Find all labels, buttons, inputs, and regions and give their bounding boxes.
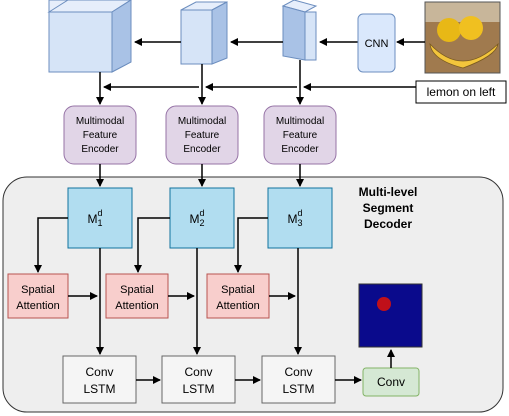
attention-block-2: Spatial Attention — [105, 273, 169, 319]
svg-text:M3d: M3d — [287, 208, 302, 228]
query-text: lemon on left — [427, 85, 496, 99]
attention-block-1: Spatial Attention — [7, 273, 69, 319]
final-conv-label: Conv — [377, 375, 405, 389]
final-conv-block: Conv — [362, 367, 420, 397]
encoder-3: Multimodal Feature Encoder — [263, 105, 337, 165]
encoder-2-line3: Encoder — [183, 144, 221, 155]
memory-3-sup: d — [298, 208, 303, 218]
memory-3-base: M — [287, 212, 297, 226]
convlstm-2-line1: Conv — [184, 365, 212, 379]
input-image — [424, 1, 501, 74]
output-mask — [358, 283, 423, 348]
encoder-2-line2: Feature — [185, 130, 220, 141]
convlstm-1-line2: LSTM — [83, 382, 115, 396]
convlstm-block-1: Conv LSTM — [62, 355, 137, 404]
decoder-title: Multi-level Segment Decoder — [359, 185, 418, 231]
decoder-title-line2: Segment — [363, 201, 414, 215]
cnn-label: CNN — [365, 38, 389, 50]
attention-block-3: Spatial Attention — [206, 273, 270, 319]
feature-cube-3 — [281, 0, 318, 61]
memory-block-1: M1d — [67, 187, 133, 249]
encoder-3-line1: Multimodal — [276, 116, 324, 127]
convlstm-block-3: Conv LSTM — [261, 355, 336, 404]
attention-3-line1: Spatial — [221, 284, 255, 296]
encoder-3-line3: Encoder — [281, 144, 319, 155]
convlstm-block-2: Conv LSTM — [161, 355, 236, 404]
encoder-3-line2: Feature — [283, 130, 318, 141]
cnn-block: CNN — [357, 13, 396, 73]
query-box: lemon on left — [415, 80, 507, 104]
memory-1-sub: 1 — [97, 218, 102, 228]
encoder-1-line1: Multimodal — [76, 116, 124, 127]
memory-1-base: M — [87, 212, 97, 226]
encoder-2-line1: Multimodal — [178, 116, 226, 127]
encoder-1-line2: Feature — [83, 130, 118, 141]
svg-text:M2d: M2d — [189, 208, 204, 228]
memory-3-sub: 3 — [297, 218, 302, 228]
feature-cube-2 — [180, 1, 228, 65]
memory-2-base: M — [189, 212, 199, 226]
memory-block-3: M3d — [267, 187, 333, 249]
encoder-1-line3: Encoder — [81, 144, 119, 155]
convlstm-3-line1: Conv — [284, 365, 312, 379]
feature-cube-1 — [47, 0, 132, 73]
convlstm-1-line1: Conv — [85, 365, 113, 379]
attention-1-line2: Attention — [16, 300, 59, 312]
decoder-title-line3: Decoder — [364, 217, 412, 231]
convlstm-2-line2: LSTM — [182, 382, 214, 396]
encoder-2: Multimodal Feature Encoder — [165, 105, 239, 165]
encoder-1: Multimodal Feature Encoder — [63, 105, 137, 165]
attention-3-line2: Attention — [216, 300, 259, 312]
attention-2-line2: Attention — [115, 300, 158, 312]
attention-1-line1: Spatial — [21, 284, 55, 296]
memory-2-sup: d — [200, 208, 205, 218]
memory-2-sub: 2 — [199, 218, 204, 228]
attention-2-line1: Spatial — [120, 284, 154, 296]
memory-block-2: M2d — [169, 187, 235, 249]
svg-text:M1d: M1d — [87, 208, 102, 228]
decoder-title-line1: Multi-level — [359, 185, 418, 199]
convlstm-3-line2: LSTM — [282, 382, 314, 396]
memory-1-sup: d — [98, 208, 103, 218]
